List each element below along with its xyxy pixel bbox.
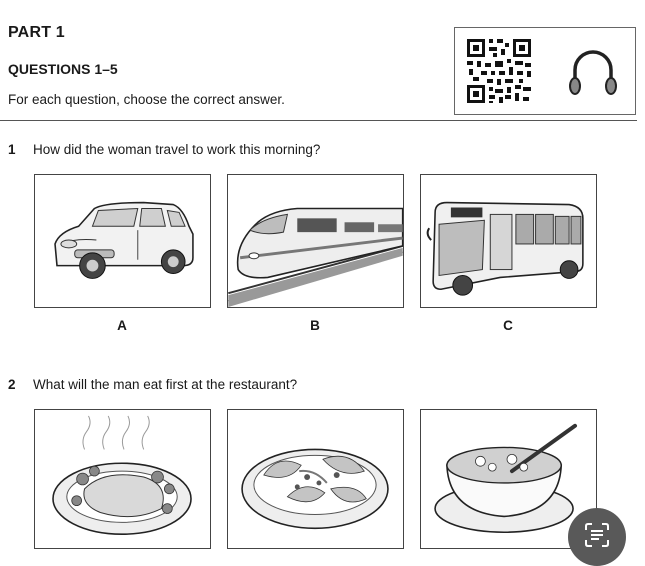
option-1a-label: A [117, 318, 127, 333]
question-1-text: How did the woman travel to work this mo… [33, 142, 321, 157]
option-2b-salad-image[interactable] [227, 409, 404, 549]
scan-text-icon [585, 523, 609, 547]
option-1c-label: C [503, 318, 513, 333]
question-2-text: What will the man eat first at the resta… [33, 377, 298, 392]
questions-range: QUESTIONS 1–5 [8, 61, 118, 77]
part-title: PART 1 [8, 24, 65, 41]
question-2-number: 2 [8, 377, 16, 392]
option-1a-car-image[interactable] [34, 174, 211, 308]
headphones-icon [569, 50, 617, 95]
option-1b-train-image[interactable] [227, 174, 404, 308]
header-divider [0, 120, 637, 121]
audio-box [454, 27, 636, 115]
scan-text-button[interactable] [568, 508, 626, 566]
instruction-text: For each question, choose the correct an… [8, 92, 285, 107]
question-1-number: 1 [8, 142, 16, 157]
option-2c-soup-image[interactable] [420, 409, 597, 549]
option-1c-bus-image[interactable] [420, 174, 597, 308]
qr-code-icon[interactable] [465, 37, 533, 105]
option-2a-chicken-image[interactable] [34, 409, 211, 549]
option-1b-label: B [310, 318, 320, 333]
